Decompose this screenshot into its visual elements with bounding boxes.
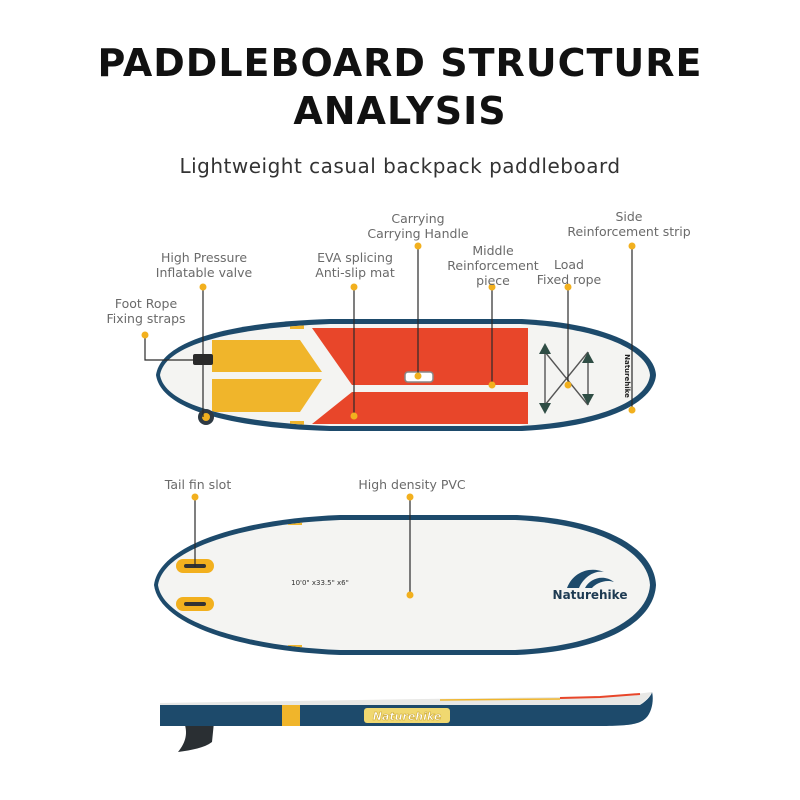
marker-foot-top [141, 331, 149, 339]
label-inflatable-valve: High Pressure Inflatable valve [144, 250, 264, 280]
marker-eva-top [350, 283, 358, 291]
side-view-logo-plate [364, 708, 450, 723]
marker-carrying-end [414, 372, 422, 380]
top-board: Naturehike [156, 319, 656, 431]
yellow-pad-upper [212, 340, 322, 372]
side-view-fin [178, 722, 214, 752]
label-valve-line2: Inflatable valve [155, 265, 253, 280]
label-foot-line2: Fixing straps [106, 311, 186, 326]
marker-load-top [564, 283, 572, 291]
side-view-yellow-stripe [282, 705, 300, 726]
label-eva-line1: EVA splicing [317, 250, 393, 265]
naturehike-logo-mark [567, 569, 614, 588]
label-foot-rope: Foot Rope Fixing straps [96, 296, 196, 326]
callout-markers [141, 242, 636, 599]
marker-tailfin-top [191, 493, 199, 501]
marker-side-top [628, 242, 636, 250]
marker-middle-end [488, 381, 496, 389]
marker-pvc-top [406, 493, 414, 501]
marker-middle-top [488, 283, 496, 291]
label-middle-line2: Reinforcement [447, 258, 539, 273]
label-foot-line1: Foot Rope [114, 296, 178, 311]
label-carrying-line2: Carrying Handle [367, 226, 469, 241]
label-tail-fin-slot: Tail fin slot [164, 477, 232, 492]
label-carrying-handle: Carrying Carrying Handle [358, 211, 478, 241]
marker-load-end [564, 381, 572, 389]
bottom-board-logo: Naturehike [553, 588, 628, 602]
label-middle-line1: Middle [472, 243, 514, 258]
marker-eva-end [350, 412, 358, 420]
label-middle-line3: piece [476, 273, 510, 288]
label-high-density-pvc: High density PVC [358, 477, 466, 492]
label-eva-mat: EVA splicing Anti-slip mat [300, 250, 410, 280]
label-eva-line2: Anti-slip mat [315, 265, 395, 280]
label-side-line1: Side [615, 209, 643, 224]
marker-carrying-top [414, 242, 422, 250]
label-load-line1: Load [554, 257, 584, 272]
marker-side-end [628, 406, 636, 414]
label-side-reinforcement: Side Reinforcement strip [560, 209, 698, 239]
label-load-line2: Fixed rope [536, 272, 602, 287]
title-line-1: PADDLEBOARD STRUCTURE [97, 41, 703, 85]
label-middle-reinforcement: Middle Reinforcement piece [438, 243, 548, 288]
side-view-deck-line [160, 692, 652, 705]
eva-pad-lower [312, 392, 528, 424]
side-view-logo: Naturehike [373, 710, 442, 723]
subtitle: Lightweight casual backpack paddleboard [179, 154, 621, 178]
yellow-pad-lower [212, 379, 322, 412]
board-size-text: 10'0" x33.5" x6" [291, 579, 349, 587]
side-view-board: Naturehike [160, 692, 653, 752]
eva-pad-upper [312, 328, 528, 385]
label-valve-line1: High Pressure [160, 250, 248, 265]
label-load-rope: Load Fixed rope [526, 257, 612, 287]
marker-pvc-end [406, 591, 414, 599]
bottom-board: 10'0" x33.5" x6" Naturehike [154, 515, 656, 655]
marker-valve-top [199, 283, 207, 291]
top-board-logo: Naturehike [623, 354, 631, 398]
label-carrying-line1: Carrying [391, 211, 445, 226]
bottom-board-hull [158, 520, 650, 650]
label-side-line2: Reinforcement strip [567, 224, 691, 239]
callout-lines [144, 246, 633, 595]
title-line-2: ANALYSIS [293, 89, 507, 133]
